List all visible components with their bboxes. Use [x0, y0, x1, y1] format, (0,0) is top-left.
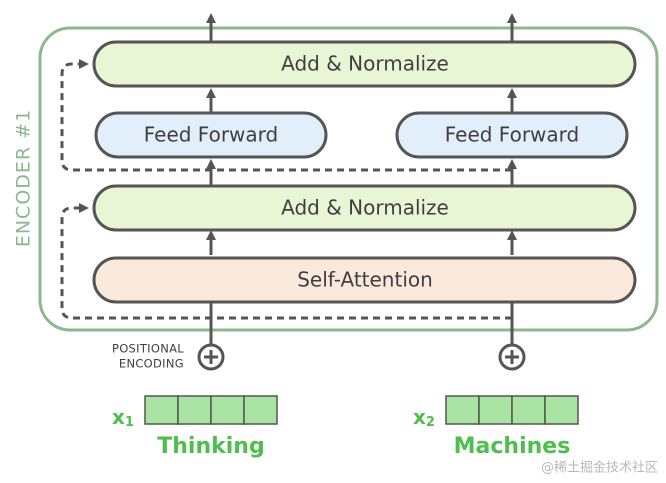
- embedding-vector-1: [144, 395, 278, 425]
- input-vector-label-1: x1: [112, 405, 134, 430]
- residual-bottom: [60, 203, 512, 320]
- encoder-frame: [38, 26, 659, 332]
- embedding-cell: [243, 395, 278, 425]
- add-normalize-top-label: Add & Normalize: [281, 52, 449, 76]
- feed-forward-left-label: Feed Forward: [144, 123, 279, 147]
- embedding-cell: [210, 395, 245, 425]
- encoder-label: ENCODER #1: [13, 109, 35, 247]
- feed-forward-right-label: Feed Forward: [445, 123, 580, 147]
- add-normalize-bottom-label: Add & Normalize: [281, 196, 449, 220]
- embedding-cell: [511, 395, 546, 425]
- input-word-1: Thinking: [157, 434, 264, 459]
- input-word-2: Machines: [454, 434, 571, 459]
- feed-forward-left-block: [94, 111, 328, 159]
- embedding-cell: [544, 395, 579, 425]
- residual-top: [60, 59, 512, 172]
- positional-encoding-line2: ENCODING: [119, 357, 184, 371]
- plus-circle-icon: [498, 343, 526, 371]
- input-vector-label-2: x2: [413, 405, 435, 430]
- add-normalize-bottom-block: [92, 184, 637, 232]
- plus-circle-icon: [197, 343, 225, 371]
- watermark: @稀土掘金技术社区: [541, 460, 658, 476]
- embedding-cell: [177, 395, 212, 425]
- embedding-cell: [144, 395, 179, 425]
- residual-connections: [60, 59, 512, 320]
- self-attention-label: Self-Attention: [297, 268, 433, 292]
- feed-forward-right-block: [395, 111, 629, 159]
- embedding-vector-2: [445, 395, 579, 425]
- positional-encoding-line1: POSITIONAL: [112, 342, 184, 356]
- add-normalize-top-block: [92, 40, 637, 88]
- embedding-cell: [445, 395, 480, 425]
- self-attention-block: [92, 256, 637, 304]
- embedding-cell: [478, 395, 513, 425]
